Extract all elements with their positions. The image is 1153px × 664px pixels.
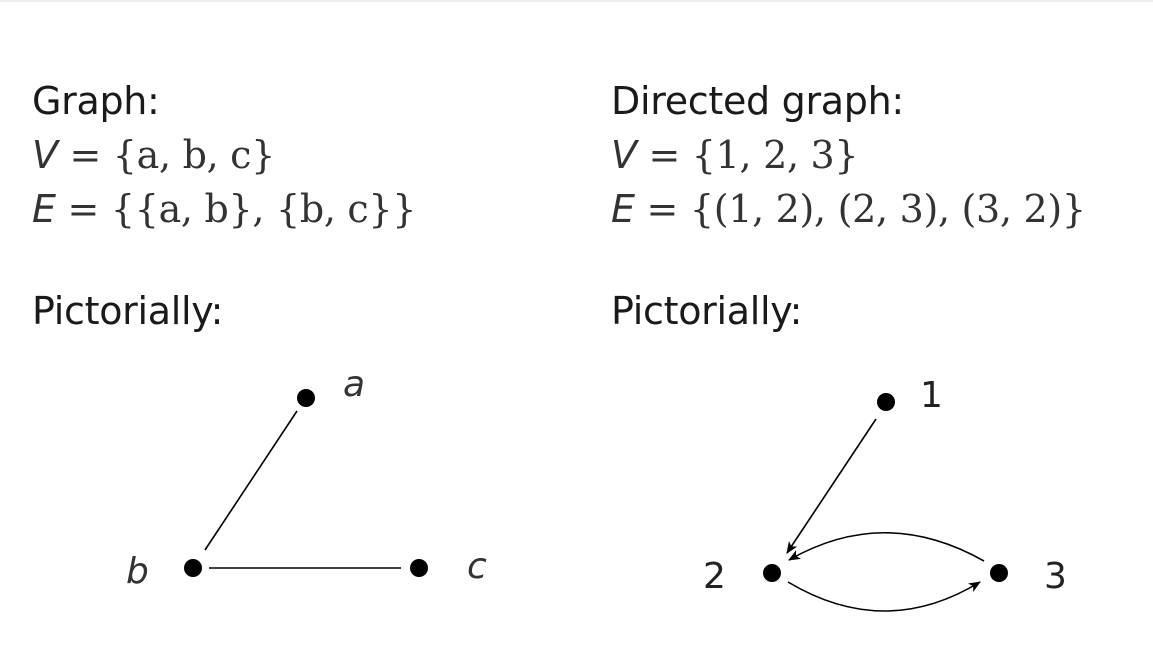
digraph-vertex-set-symbol: V [611, 133, 637, 177]
digraph-edge-set-value: = {(1, 2), (2, 3), (3, 2)} [646, 187, 1087, 231]
node-3 [990, 564, 1008, 582]
node-label-2: 2 [703, 556, 726, 597]
digraph-vertex-set-value: = {1, 2, 3} [648, 133, 859, 177]
node-2 [763, 564, 781, 582]
graph-definition: Graph: V = {a, b, c} E = {{a, b}, {b, c}… [32, 74, 416, 338]
edge-1-2 [786, 418, 877, 554]
node-a [297, 389, 315, 407]
edge-set-symbol: E [32, 187, 56, 231]
vertex-set-symbol: V [32, 133, 58, 177]
undirected-graph-drawing: a b c [126, 364, 487, 592]
node-label-a: a [343, 364, 365, 405]
edge-2-3 [787, 581, 981, 612]
node-label-1: 1 [920, 375, 943, 416]
graph-vertex-set: V = {a, b, c} [32, 128, 416, 182]
digraph-edge-set-symbol: E [611, 187, 635, 231]
node-label-3: 3 [1044, 556, 1067, 597]
graph-heading: Graph: [32, 79, 160, 123]
edge-3-2 [788, 532, 985, 562]
directed-graph-drawing: 1 2 3 [703, 375, 1067, 612]
edge-set-value: = {{a, b}, {b, c}} [67, 187, 417, 231]
digraph-vertex-set: V = {1, 2, 3} [611, 128, 1086, 182]
digraph-pictorially-label: Pictorially: [611, 289, 803, 333]
node-c [410, 559, 428, 577]
digraph-heading: Directed graph: [611, 79, 904, 123]
vertex-set-value: = {a, b, c} [69, 133, 276, 177]
top-border [0, 0, 1153, 2]
node-1 [877, 393, 895, 411]
edge-a-b [204, 410, 298, 551]
directed-graph-definition: Directed graph: V = {1, 2, 3} E = {(1, 2… [611, 74, 1086, 338]
graph-pictorially-label: Pictorially: [32, 289, 224, 333]
graph-edge-set: E = {{a, b}, {b, c}} [32, 182, 416, 236]
digraph-edge-set: E = {(1, 2), (2, 3), (3, 2)} [611, 182, 1086, 236]
node-b [184, 559, 202, 577]
node-label-c: c [467, 546, 487, 587]
node-label-b: b [126, 551, 149, 592]
